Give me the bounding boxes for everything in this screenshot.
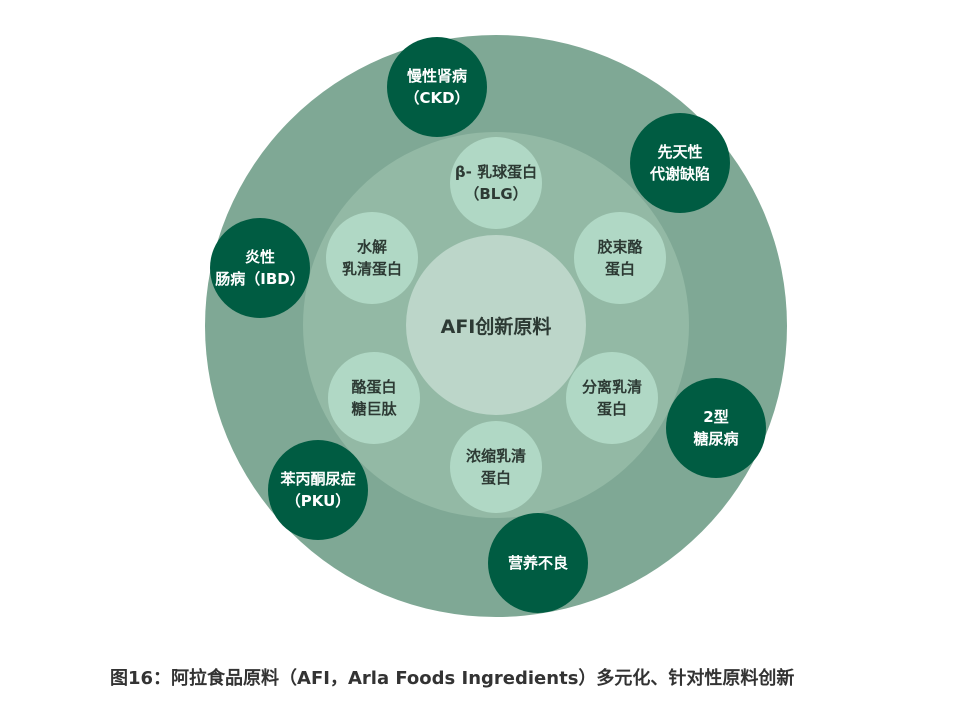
condition-label: 先天性 代谢缺陷 <box>649 143 710 183</box>
condition-label: 2型 糖尿病 <box>693 408 739 448</box>
condition-ckd: 慢性肾病 （CKD） <box>387 37 487 137</box>
ingredient-micellar-casein: 胶束酪 蛋白 <box>574 212 666 304</box>
ingredient-label: 水解 乳清蛋白 <box>341 238 402 278</box>
ingredient-whey-concentrate: 浓缩乳清 蛋白 <box>450 421 542 513</box>
ingredient-whey-isolate: 分离乳清 蛋白 <box>566 352 658 444</box>
center-circle: AFI创新原料 <box>406 235 586 415</box>
ingredient-label: 胶束酪 蛋白 <box>597 238 643 278</box>
condition-label: 苯丙酮尿症 （PKU） <box>280 470 356 510</box>
ingredient-label: 酪蛋白 糖巨肽 <box>351 378 397 418</box>
condition-iem: 先天性 代谢缺陷 <box>630 113 730 213</box>
condition-label: 炎性 肠病（IBD） <box>215 248 305 288</box>
condition-label: 慢性肾病 （CKD） <box>404 67 470 107</box>
ingredient-blg: β- 乳球蛋白 （BLG） <box>450 137 542 229</box>
ingredient-label: 浓缩乳清 蛋白 <box>465 447 526 487</box>
ingredient-cgmp: 酪蛋白 糖巨肽 <box>328 352 420 444</box>
ingredient-label: β- 乳球蛋白 （BLG） <box>454 163 538 203</box>
condition-malnutrition: 营养不良 <box>488 513 588 613</box>
condition-label: 营养不良 <box>507 554 568 572</box>
ingredient-hydrolyzed-whey: 水解 乳清蛋白 <box>326 212 418 304</box>
condition-diabetes: 2型 糖尿病 <box>666 378 766 478</box>
center-label: AFI创新原料 <box>440 315 552 338</box>
ingredient-label: 分离乳清 蛋白 <box>581 378 642 418</box>
condition-ibd: 炎性 肠病（IBD） <box>210 218 310 318</box>
condition-pku: 苯丙酮尿症 （PKU） <box>268 440 368 540</box>
figure-caption: 图16：阿拉食品原料（AFI，Arla Foods Ingredients）多元… <box>110 668 795 689</box>
